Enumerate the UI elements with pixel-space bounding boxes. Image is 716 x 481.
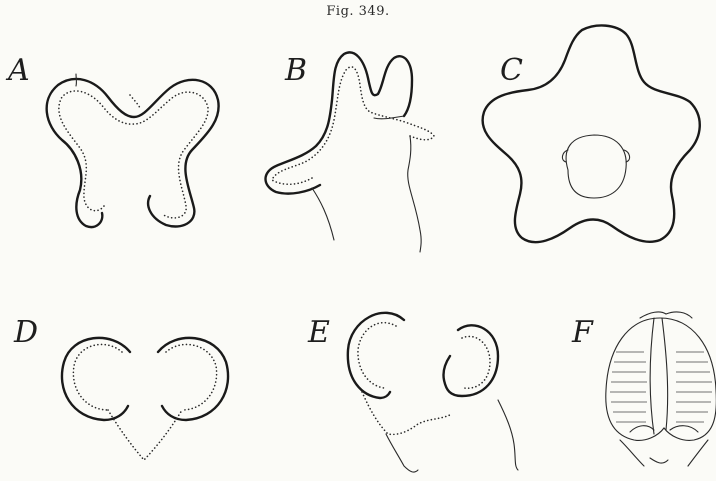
panel-a-drawing [47,74,219,227]
panel-d-drawing [62,338,228,460]
panel-b-drawing [266,52,435,252]
panel-f-drawing [606,312,716,466]
panel-c-drawing [483,25,700,242]
panel-e-drawing [348,313,518,472]
